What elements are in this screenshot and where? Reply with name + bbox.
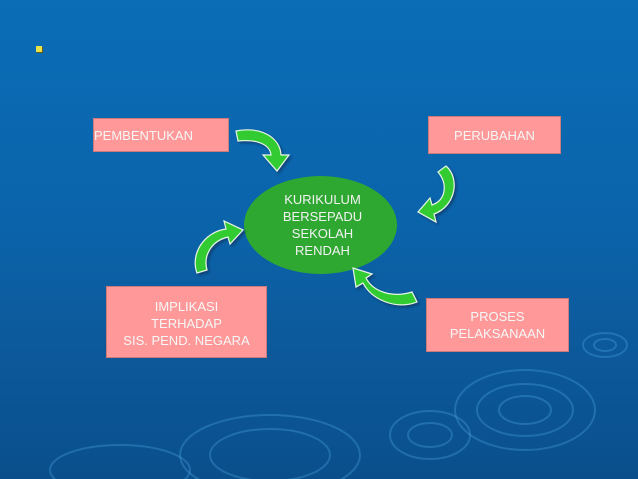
curved-arrow-icon-3 bbox=[352, 267, 418, 306]
slide-bullet bbox=[36, 46, 42, 52]
implikasi-line-1: IMPLIKASI bbox=[154, 298, 219, 314]
curved-arrow-icon-2 bbox=[417, 165, 455, 224]
center-line-4: RENDAH bbox=[295, 243, 350, 258]
node-perubahan-label: PERUBAHAN bbox=[454, 127, 535, 143]
proses-line-1: PROSES bbox=[470, 309, 525, 324]
node-perubahan: PERUBAHAN bbox=[428, 116, 561, 154]
node-pembentukan: PEMBENTUKAN bbox=[93, 118, 229, 152]
node-implikasi: IMPLIKASI TERHADAP SIS. PEND. NEGARA bbox=[106, 286, 267, 358]
curved-arrow-icon-1 bbox=[235, 129, 291, 172]
curved-arrow-icon-4 bbox=[194, 219, 244, 274]
center-line-3: SEKOLAH bbox=[291, 226, 354, 241]
center-line-1: KURIKULUM bbox=[284, 192, 361, 207]
proses-line-2: PELAKSANAAN bbox=[449, 326, 546, 341]
node-pembentukan-label: PEMBENTUKAN bbox=[94, 127, 193, 143]
implikasi-line-2: TERHADAP bbox=[151, 315, 222, 331]
implikasi-line-3: SIS. PEND. NEGARA bbox=[123, 332, 250, 348]
center-line-2: BERSEPADU bbox=[282, 209, 363, 224]
node-proses: PROSES PELAKSANAAN bbox=[426, 298, 569, 352]
node-kurikulum-center: KURIKULUM BERSEPADU SEKOLAH RENDAH bbox=[244, 176, 397, 274]
